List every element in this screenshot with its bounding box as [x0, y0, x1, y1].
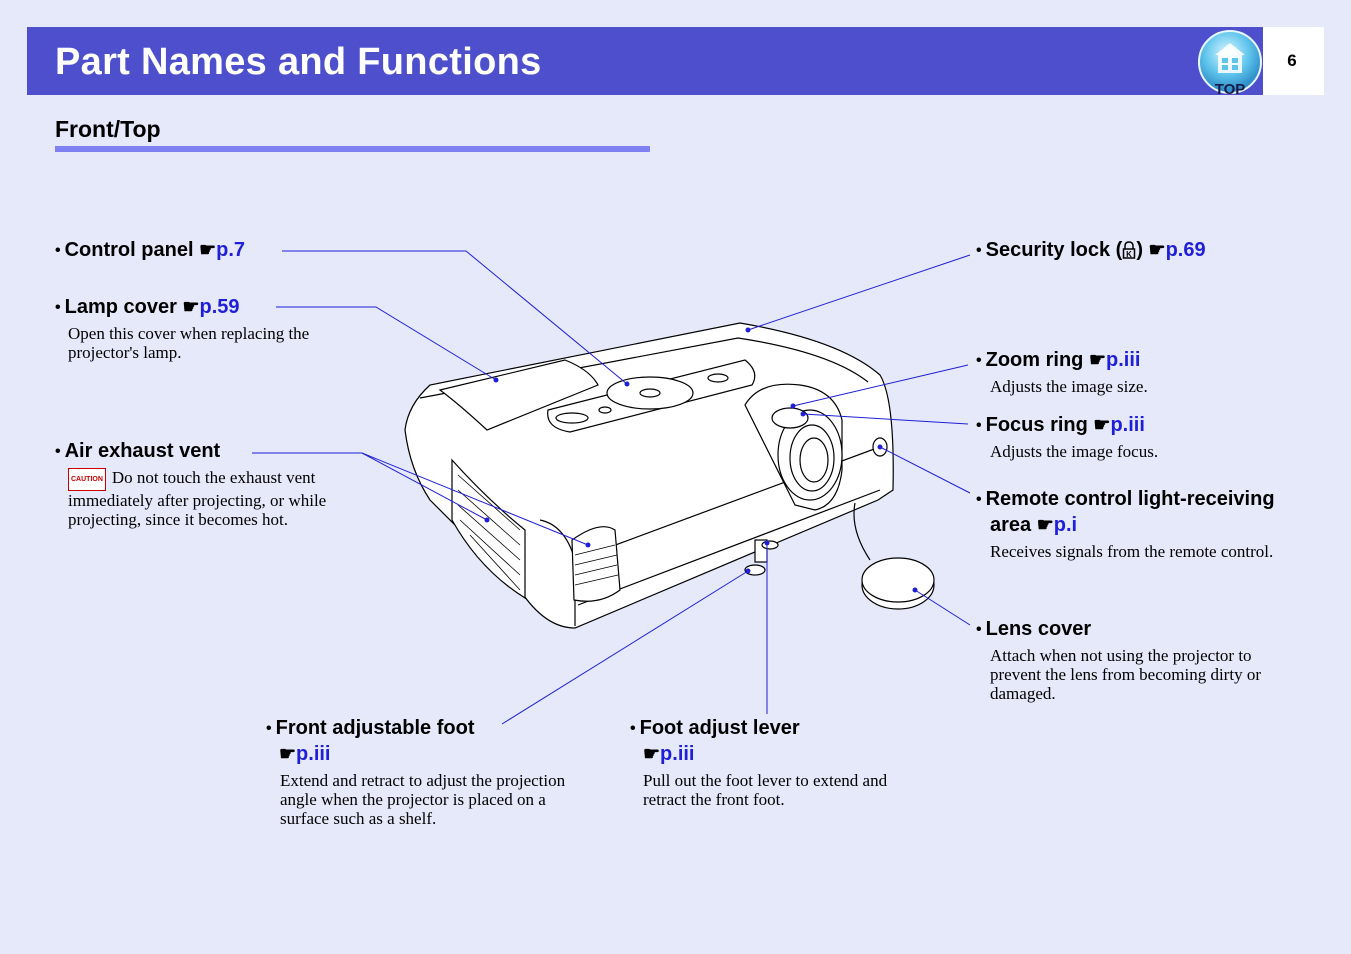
lamp-cover-label: •Lamp cover ☛p.59	[55, 296, 240, 318]
front-foot-label: •Front adjustable foot	[266, 717, 475, 739]
control-panel-label: •Control panel ☛p.7	[55, 239, 246, 261]
page-number-box: 6	[1263, 27, 1324, 95]
pointing-hand-icon: ☛	[643, 744, 661, 765]
front-foot-link[interactable]: p.iii	[296, 743, 331, 765]
side-vent	[451, 458, 526, 600]
caution-icon: CAUTION	[68, 468, 106, 491]
focus-ring-label: •Focus ring ☛p.iii	[976, 414, 1145, 436]
pointing-hand-icon: ☛	[182, 297, 200, 318]
pointing-hand-icon: ☛	[1148, 240, 1166, 261]
zoom-ring-desc: Adjusts the image size.	[990, 377, 1148, 396]
lamp-cover-desc: Open this cover when replacing the proje…	[68, 324, 310, 362]
pointing-hand-icon: ☛	[279, 744, 297, 765]
remote-area-link[interactable]: p.i	[1053, 514, 1078, 536]
zoom-ring-label: •Zoom ring ☛p.iii	[976, 349, 1141, 371]
front-foot-desc: Extend and retract to adjust the project…	[280, 771, 566, 828]
foot-lever-ref: ☛p.iii	[643, 741, 695, 768]
section-rule	[55, 146, 650, 152]
front-foot-ref: ☛p.iii	[279, 741, 331, 768]
lamp-cover-shape	[438, 359, 599, 431]
pointing-hand-icon: ☛	[1088, 350, 1106, 371]
foot-lever-label: •Foot adjust lever	[630, 717, 800, 739]
remote-area-desc: Receives signals from the remote control…	[990, 542, 1274, 561]
remote-area-label-line2: area ☛p.i	[990, 514, 1078, 536]
svg-text:K: K	[1126, 250, 1132, 259]
top-label: TOP	[1215, 81, 1246, 97]
page-header: Part Names and Functions	[27, 27, 1263, 95]
pointing-hand-icon: ☛	[1036, 515, 1054, 536]
air-exhaust-label: •Air exhaust vent	[55, 440, 221, 462]
lens-cover-desc: Attach when not using the projector to p…	[990, 646, 1261, 703]
pointing-hand-icon: ☛	[1093, 415, 1111, 436]
control-panel-link[interactable]: p.7	[216, 239, 246, 261]
top-button[interactable]: TOP	[1197, 27, 1263, 98]
lamp-cover-link[interactable]: p.59	[199, 296, 240, 318]
page-number: 6	[1287, 51, 1297, 70]
lens-cover-label: •Lens cover	[976, 618, 1092, 640]
security-lock-link[interactable]: p.69	[1165, 239, 1206, 261]
foot-lever-desc: Pull out the foot lever to extend and re…	[643, 771, 888, 809]
remote-area-label: •Remote control light-receiving	[976, 488, 1275, 510]
pointing-hand-icon: ☛	[199, 240, 217, 261]
focus-ring-desc: Adjusts the image focus.	[990, 442, 1159, 461]
focus-ring-link[interactable]: p.iii	[1110, 414, 1145, 436]
security-lock-label: •Security lock (K) ☛p.69	[976, 239, 1206, 261]
top-home-icon: TOP	[1198, 30, 1262, 98]
foot-lever-link[interactable]: p.iii	[660, 743, 695, 765]
page-title: Part Names and Functions	[55, 41, 542, 83]
lock-icon: K	[1123, 241, 1136, 259]
section-title: Front/Top	[55, 116, 161, 142]
zoom-ring-link[interactable]: p.iii	[1105, 349, 1141, 371]
